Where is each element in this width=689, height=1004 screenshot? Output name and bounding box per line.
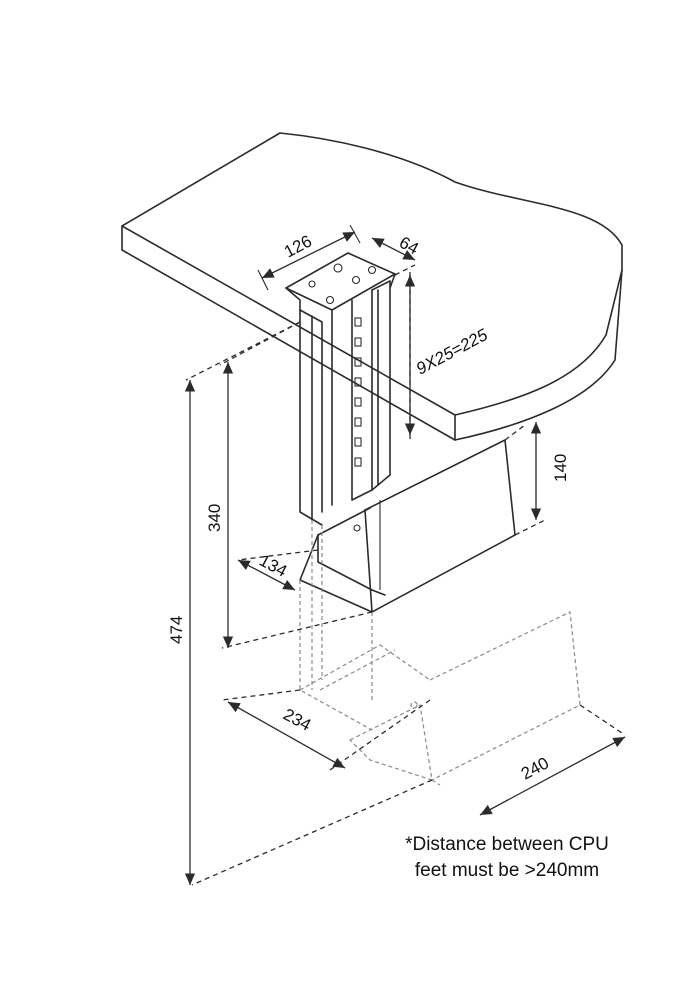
mounting-bracket xyxy=(285,252,396,526)
dim-label-134: 134 xyxy=(256,551,290,581)
note-line-1: *Distance between CPU xyxy=(405,834,609,855)
dim-label-340: 340 xyxy=(205,504,224,532)
dim-label-234: 234 xyxy=(280,705,314,735)
dim-label-adjust-range: 9X25=225 xyxy=(413,325,491,379)
dim-label-140: 140 xyxy=(551,454,570,482)
desk-top xyxy=(121,132,623,441)
cpu-feet-note: *Distance between CPU feet must be >240m… xyxy=(362,832,652,884)
note-line-2: feet must be >240mm xyxy=(414,860,600,881)
dim-label-64: 64 xyxy=(396,233,422,259)
extension-lines xyxy=(185,264,626,886)
dim-label-474: 474 xyxy=(167,616,186,644)
cpu-holder-lowered xyxy=(299,520,581,786)
dimension-lines xyxy=(184,224,626,885)
dim-label-126: 126 xyxy=(281,231,315,261)
